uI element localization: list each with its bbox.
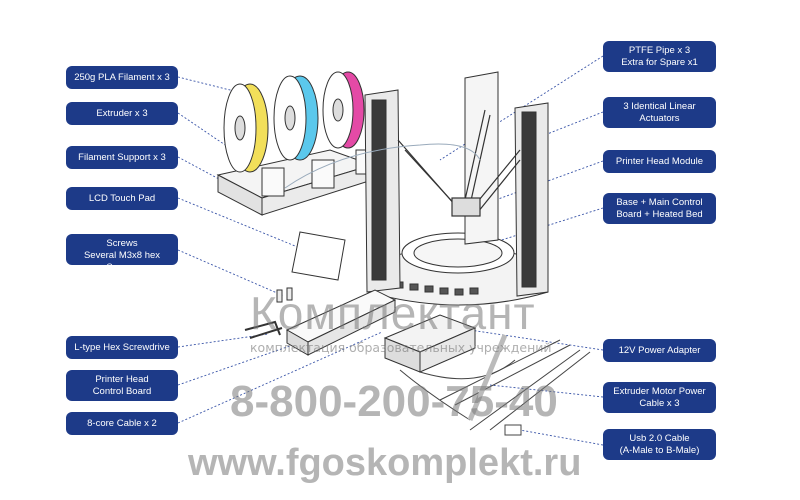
label-text: 3 Identical Linear [623,100,696,112]
label-text: Base + Main Control [616,196,703,208]
label-hex-screwdriver: L-type Hex Screwdrive [66,336,178,359]
label-power-adapter: 12V Power Adapter [603,339,716,362]
label-text: Extra for Spare x1 [621,56,698,68]
label-text: PTFE Pipe x 3 [628,44,691,56]
linear-actuators [364,71,549,297]
label-printer-head-module: Printer Head Module [603,150,716,173]
label-text: Actuators [639,112,680,124]
printer-head-arms [397,109,521,217]
label-text: Cable x 3 [639,397,680,409]
label-usb-cable: Usb 2.0 Cable(A-Male to B-Male) [603,429,716,460]
hex-screwdriver [244,320,283,339]
label-text: Printer Head Module [615,155,704,167]
label-extruder: Extruder x 3 [66,102,178,125]
label-8-core-cable: 8-core Cable x 2 [66,412,178,435]
label-text: Several M3x6 hex Screws [83,225,161,249]
printer-base [367,232,549,306]
label-text: Extruder x 3 [96,107,148,119]
control-board [285,289,397,356]
lcd-touch-pad [291,231,346,281]
label-text: Usb 2.0 Cable [629,432,690,444]
label-text: Several M3x8 hex Screws [83,249,161,273]
label-text: 8-core Cable x 2 [87,417,157,429]
label-text: Extruder Motor Power [613,385,706,397]
label-text: 250g PLA Filament x 3 [74,71,170,83]
label-pla-filament: 250g PLA Filament x 3 [66,66,178,89]
label-text: Board + Heated Bed [616,208,703,220]
label-text: (A-Male to B-Male) [619,444,700,456]
label-text: Control Board [92,385,152,397]
label-text: LCD Touch Pad [88,192,156,204]
label-text: L-type Hex Screwdrive [74,341,170,353]
label-lcd-touch-pad: LCD Touch Pad [66,187,178,210]
label-text: Filament Support x 3 [78,151,166,163]
label-text: 12V Power Adapter [618,344,701,356]
power-adapter [383,314,477,373]
label-text: Printer Head [95,373,149,385]
ptfe-pipes [284,143,481,189]
label-filament-support: Filament Support x 3 [66,146,178,169]
screws [276,287,293,303]
filament-spools [223,71,365,173]
cables [399,334,591,436]
